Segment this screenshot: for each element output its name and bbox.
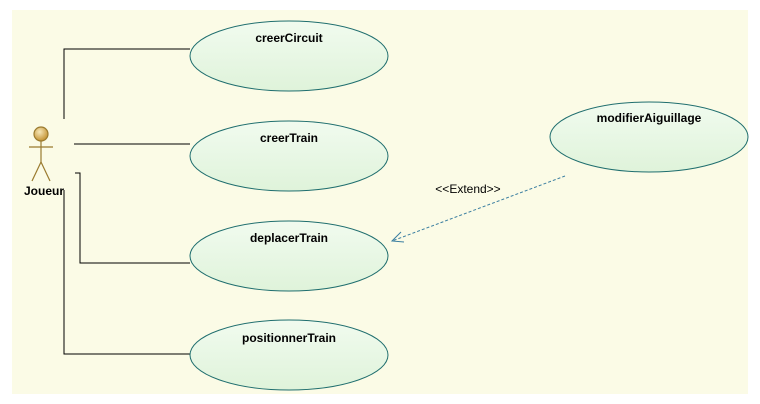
extend-label: <<Extend>> xyxy=(435,182,500,196)
arrowhead-icon xyxy=(390,231,405,243)
use-case-label: modifierAiguillage xyxy=(597,111,702,125)
association-deplacerTrain[interactable] xyxy=(75,172,190,264)
use-case-creerCircuit[interactable]: creerCircuit xyxy=(189,20,389,92)
use-case-creerTrain[interactable]: creerTrain xyxy=(189,120,389,192)
use-case-deplacerTrain[interactable]: deplacerTrain xyxy=(189,220,389,292)
actor-joueur[interactable]: Joueur xyxy=(24,126,64,198)
use-case-label: creerCircuit xyxy=(255,31,322,45)
extend-relation[interactable]: <<Extend>> xyxy=(390,175,566,243)
use-case-label: positionnerTrain xyxy=(242,331,336,345)
stick-figure-icon xyxy=(29,126,53,182)
use-case-positionnerTrain[interactable]: positionnerTrain xyxy=(189,319,389,391)
use-case-label: deplacerTrain xyxy=(250,231,328,245)
association-creerCircuit[interactable] xyxy=(63,48,190,119)
use-case-modifierAiguillage[interactable]: modifierAiguillage xyxy=(549,101,749,173)
actor-label: Joueur xyxy=(24,184,64,198)
diagram-canvas xyxy=(12,10,748,394)
association-positionnerTrain[interactable] xyxy=(63,190,190,355)
use-case-label: creerTrain xyxy=(260,131,318,145)
